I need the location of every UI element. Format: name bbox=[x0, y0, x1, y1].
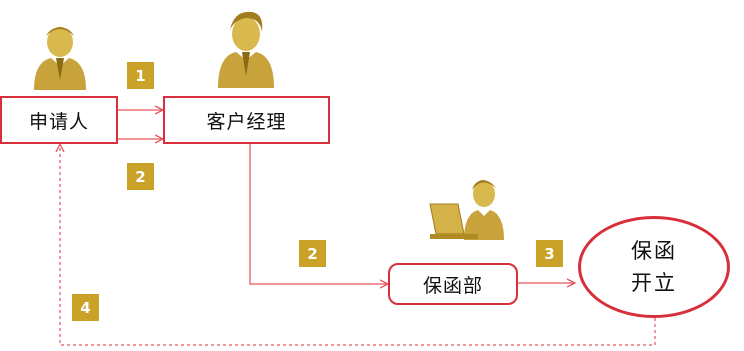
person-icon bbox=[34, 27, 86, 90]
step-badge-2-mid: 2 bbox=[299, 240, 326, 267]
step-badge-2-mid-label: 2 bbox=[307, 244, 318, 263]
arrow-manager-to-dept bbox=[249, 143, 388, 284]
person-at-laptop-icon bbox=[429, 180, 504, 240]
step-badge-4-label: 4 bbox=[80, 298, 91, 317]
step-badge-3: 3 bbox=[536, 240, 563, 267]
node-applicant: 申请人 bbox=[0, 96, 118, 144]
node-guarantee-dept: 保函部 bbox=[388, 263, 518, 305]
step-badge-3-label: 3 bbox=[544, 244, 555, 263]
node-applicant-label: 申请人 bbox=[28, 110, 89, 133]
step-badge-2-top-label: 2 bbox=[135, 167, 146, 186]
step-badge-2-top: 2 bbox=[127, 163, 154, 190]
node-account-manager: 客户经理 bbox=[163, 96, 330, 144]
node-account-manager-label: 客户经理 bbox=[206, 110, 287, 133]
node-guarantee-issue: 保函 开立 bbox=[578, 216, 730, 318]
node-issue-line1: 保函 bbox=[631, 239, 677, 263]
node-issue-line2: 开立 bbox=[631, 271, 677, 295]
step-badge-1-label: 1 bbox=[135, 66, 146, 85]
step-badge-4: 4 bbox=[72, 294, 99, 321]
arrow-issue-to-applicant bbox=[60, 144, 656, 346]
person-icon bbox=[218, 11, 274, 88]
node-guarantee-dept-label: 保函部 bbox=[422, 274, 483, 297]
step-badge-1: 1 bbox=[127, 62, 154, 89]
